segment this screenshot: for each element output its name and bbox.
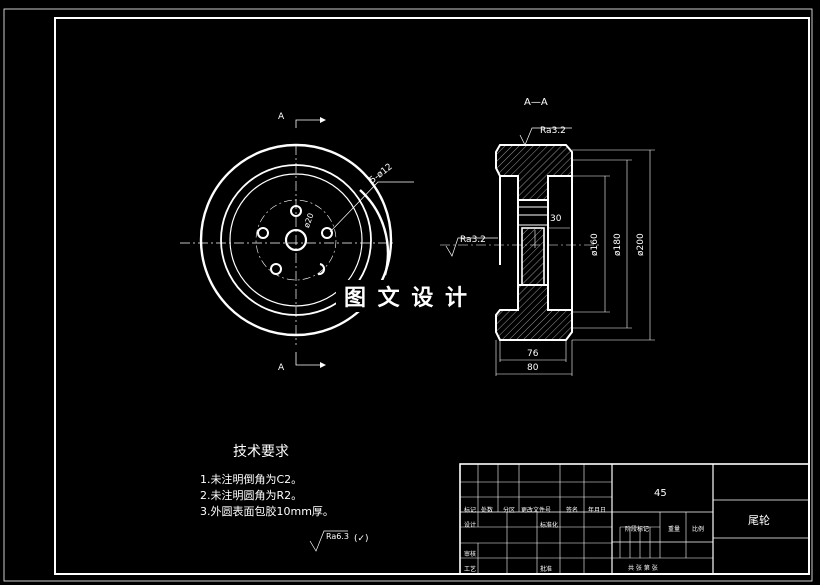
roughness-left-label: Ra3.2 [460, 235, 486, 245]
rim-arc [359, 189, 390, 276]
bolt-hole-5 [317, 263, 326, 276]
tech-item: 1.未注明倒角为C2。 [200, 473, 303, 486]
tb-row-label: 标记 [464, 507, 477, 514]
roughness-top-label: Ra3.2 [540, 126, 566, 136]
title-block-frame [459, 463, 810, 575]
tb-weight: 重量 [668, 526, 681, 533]
tb-standard: 标准化 [540, 522, 559, 529]
tb-design: 设计 [464, 522, 477, 529]
outer-rim-circle [199, 143, 393, 337]
tb-stage: 阶段标记 [625, 526, 650, 533]
bolt-hole-2 [257, 227, 269, 239]
front-view [180, 117, 414, 368]
tech-title: 技术要求 [233, 444, 289, 460]
bolt-hole-4 [270, 263, 282, 275]
hole-leader [329, 181, 414, 233]
dim-d200: ø200 [636, 233, 646, 256]
section-bottom-body [495, 284, 573, 341]
bolt-hole-3 [321, 227, 333, 239]
roughness-general-symbol [309, 530, 348, 552]
roughness-left-symbol [445, 237, 498, 257]
cut-arrow-top [295, 119, 320, 128]
tb-material: 45 [654, 488, 667, 499]
roughness-general-label: Ra6.3 [326, 532, 350, 541]
roughness-general-suffix: (✓) [354, 534, 369, 544]
tb-sheets: 共 张 第 张 [628, 565, 658, 572]
bolt-circle [255, 199, 337, 281]
roughness-top-symbol [519, 127, 572, 146]
section-top-body [495, 144, 573, 201]
tech-item: 3.外圆表面包胶10mm厚。 [200, 505, 334, 518]
tb-row-label: 处数 [481, 507, 494, 514]
bolt-hole-1 [290, 205, 302, 217]
title-block-grid [459, 463, 810, 575]
tech-list: 1.未注明倒角为C2。 2.未注明圆角为R2。 3.外圆表面包胶10mm厚。 [200, 472, 334, 520]
tech-item: 2.未注明圆角为R2。 [200, 489, 303, 502]
tb-row-label: 更改文件号 [521, 507, 552, 514]
tb-part-name: 尾轮 [748, 514, 770, 527]
tb-review: 审核 [464, 551, 477, 558]
tb-row-label: 签名 [566, 507, 579, 514]
section-hub [521, 227, 545, 286]
dim-76: 76 [527, 349, 539, 359]
dim-30: 30 [550, 214, 562, 224]
tb-row-label: 年月日 [588, 507, 607, 514]
inner-circle [229, 173, 363, 307]
tb-process: 工艺 [464, 566, 477, 573]
middle-circle [220, 164, 372, 316]
cut-arrow-bottom-head [320, 362, 326, 368]
cut-arrow-bottom [295, 352, 320, 366]
dim-d160: ø160 [590, 233, 600, 256]
dim-80: 80 [527, 363, 539, 373]
center-bore [284, 228, 308, 252]
cut-label-bottom: A [278, 363, 285, 373]
cut-label-top: A [278, 112, 285, 122]
sheet-border [3, 8, 813, 582]
cut-arrow-top-head [320, 117, 326, 123]
tb-approve: 批准 [540, 566, 553, 573]
tb-row-label: 分区 [503, 507, 516, 514]
section-view [440, 127, 655, 376]
tb-scale: 比例 [692, 526, 705, 533]
section-label: A—A [524, 97, 548, 108]
drawing-frame [54, 17, 810, 575]
dim-d180: ø180 [613, 233, 623, 256]
watermark: 图 文 设 计 [336, 280, 477, 312]
